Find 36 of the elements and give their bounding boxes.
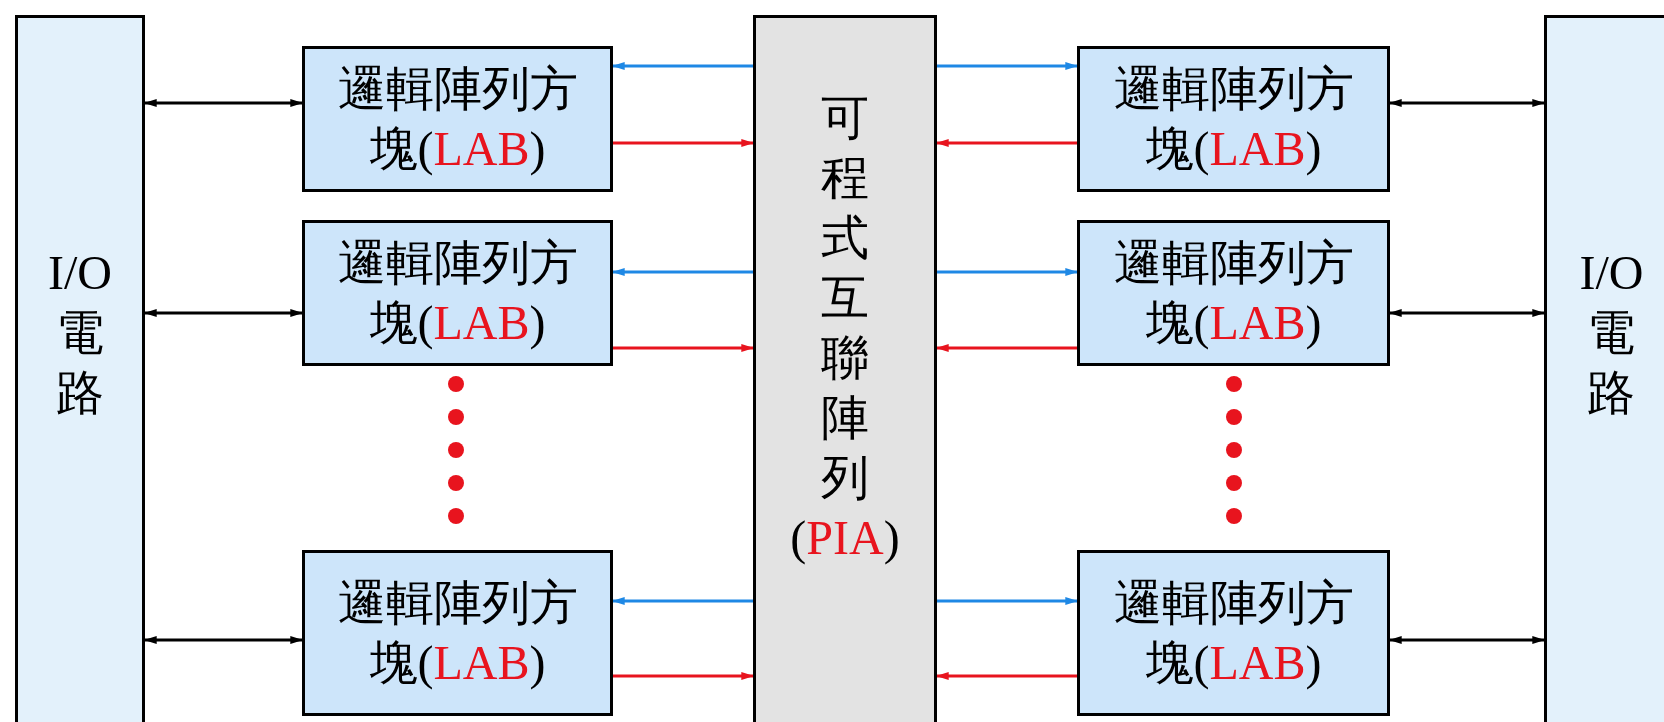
arrow bbox=[612, 268, 753, 276]
block-box bbox=[1077, 46, 1390, 192]
block-box bbox=[302, 46, 613, 192]
arrow bbox=[936, 344, 1077, 352]
node-label: I/O電路 bbox=[1579, 245, 1644, 421]
block-box bbox=[1077, 550, 1390, 716]
arrow bbox=[144, 636, 303, 644]
node-label: 邏輯陣列方塊(LAB) bbox=[336, 575, 579, 692]
arrow bbox=[936, 672, 1077, 680]
node-label: 邏輯陣列方塊(LAB) bbox=[1112, 235, 1355, 352]
block-box bbox=[302, 220, 613, 366]
arrow bbox=[612, 62, 753, 70]
node-label: 可程式互聯陣列(PIA) bbox=[790, 90, 900, 567]
arrow bbox=[936, 139, 1077, 147]
arrow bbox=[937, 268, 1078, 276]
arrow bbox=[144, 309, 303, 317]
arrow bbox=[613, 139, 754, 147]
block-box bbox=[302, 550, 613, 716]
arrow bbox=[937, 597, 1078, 605]
arrow bbox=[613, 672, 754, 680]
array-box bbox=[753, 15, 937, 722]
node-label: 邏輯陣列方塊(LAB) bbox=[336, 61, 579, 178]
arrow bbox=[1389, 309, 1545, 317]
arrow bbox=[144, 99, 303, 107]
arrow bbox=[1389, 636, 1545, 644]
block-box bbox=[1077, 220, 1390, 366]
arrow bbox=[612, 597, 753, 605]
node-label: I/O電路 bbox=[48, 245, 112, 421]
arrow bbox=[937, 62, 1078, 70]
arrow bbox=[613, 344, 754, 352]
node-label: 邏輯陣列方塊(LAB) bbox=[1112, 61, 1355, 178]
node-label: 邏輯陣列方塊(LAB) bbox=[1112, 575, 1355, 692]
node-label: 邏輯陣列方塊(LAB) bbox=[336, 235, 579, 352]
circuit-box bbox=[15, 15, 145, 722]
arrow bbox=[1389, 99, 1545, 107]
circuit-box bbox=[1544, 15, 1664, 722]
